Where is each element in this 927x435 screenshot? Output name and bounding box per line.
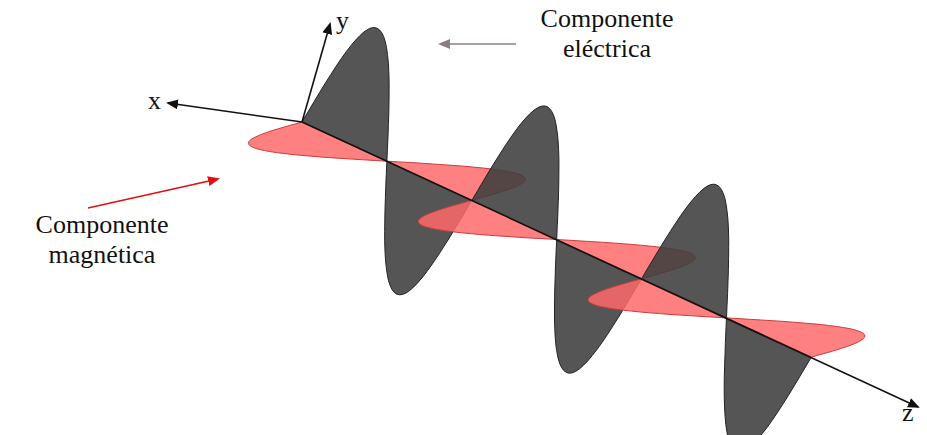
magnetic-lobe: [418, 200, 557, 239]
axis-label: y: [336, 6, 349, 36]
x-axis: [168, 103, 302, 122]
magnetic-leader: [88, 179, 218, 208]
electric-leader: [440, 43, 516, 45]
magnetic-lobe: [588, 279, 727, 318]
axis-label: x: [148, 86, 161, 116]
y-axis: [302, 24, 330, 122]
component-label: Componente magnética: [2, 210, 202, 270]
axis-label: z: [902, 398, 914, 428]
component-label: Componente eléctrica: [522, 4, 692, 64]
wave-lobes: [249, 28, 865, 435]
magnetic-lobe: [249, 122, 387, 161]
z-axis: [302, 122, 918, 407]
